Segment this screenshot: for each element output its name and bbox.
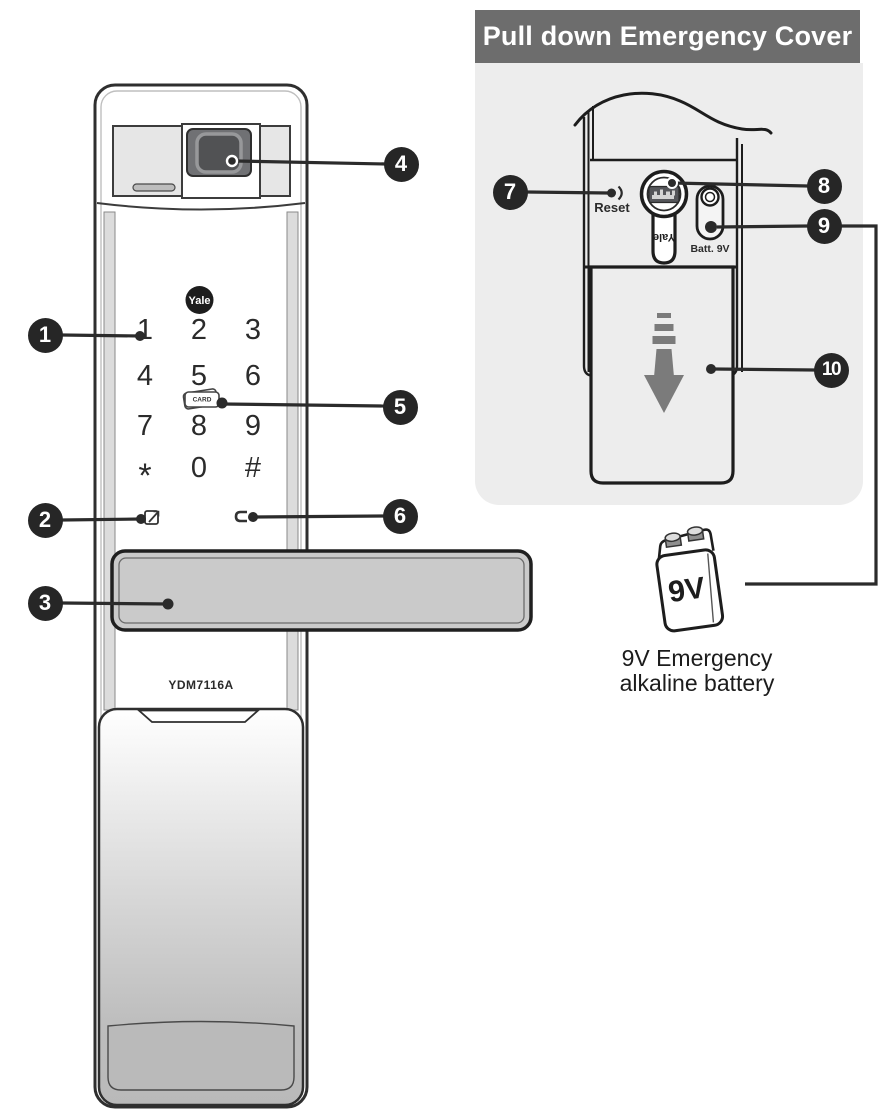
battery-caption: 9V Emergency alkaline battery [563,646,831,696]
model-label: YDM7116A [168,678,233,692]
gloss-section-edge [96,202,306,211]
card-icon-label: CARD [193,397,212,404]
battery-terminal-label: Batt. 9V [690,243,729,255]
keypad: 1 2 3 4 5 6 7 8 9 * 0 # [137,314,261,495]
leader-dots [135,154,716,610]
front-bottom-cover [97,707,305,1107]
battery-body-label: 9V [666,571,707,609]
emergency-cover-header: Pull down Emergency Cover [475,10,860,63]
callout-7: 7 [492,174,528,210]
battery-terminal: Batt. 9V [690,184,730,255]
body-side-band-right [286,211,299,711]
keypad-key-2: 2 [191,314,207,346]
keypad-key-7: 7 [137,410,153,442]
battery-negative-terminal [686,526,705,542]
keypad-key-9: 9 [245,410,261,442]
battery-9v: 9V [655,526,725,633]
keypad-key-5: 5 [191,360,207,392]
reset-button: Reset [594,185,630,215]
keypad-key-hash: # [245,452,261,484]
callout-2: 2 [27,502,63,538]
keypad-key-0: 0 [191,452,207,484]
callout-3: 3 [27,585,63,621]
callout-5: 5 [382,389,418,425]
card-icon: CARD [182,388,220,410]
leader-lines [61,159,878,606]
reset-label: Reset [594,200,630,215]
torn-edge [573,91,773,135]
callout-1: 1 [27,317,63,353]
battery-connector-line [745,224,878,586]
cover-notch [136,709,261,723]
body-side-band-left [103,211,116,711]
callout-8: 8 [806,168,842,204]
keypad-key-6: 6 [245,360,261,392]
key-cylinder: Yale [639,169,689,265]
keypad-key-star: * [138,457,151,495]
pulled-down-cover [584,265,737,485]
keypad-key-3: 3 [245,314,261,346]
callout-10: 10 [813,352,849,388]
callout-9: 9 [806,208,842,244]
callout-4: 4 [383,146,419,182]
yale-logo: Yale [185,286,214,314]
cylinder-brand-text: Yale [653,231,675,243]
emergency-power-terminal-icon [234,510,247,523]
handle [110,549,533,632]
keypad-key-8: 8 [191,410,207,442]
callout-6: 6 [382,498,418,534]
keypad-key-1: 1 [137,314,153,346]
pull-down-arrow-icon [644,313,684,413]
status-slot [132,183,176,192]
keypad-key-4: 4 [137,360,153,392]
battery-caption-line2: alkaline battery [619,670,775,696]
cover-pull-area [107,1020,295,1091]
battery-positive-terminal [664,532,683,549]
battery-caption-line1: 9V Emergency [621,645,773,671]
yale-logo-text: Yale [188,295,210,307]
